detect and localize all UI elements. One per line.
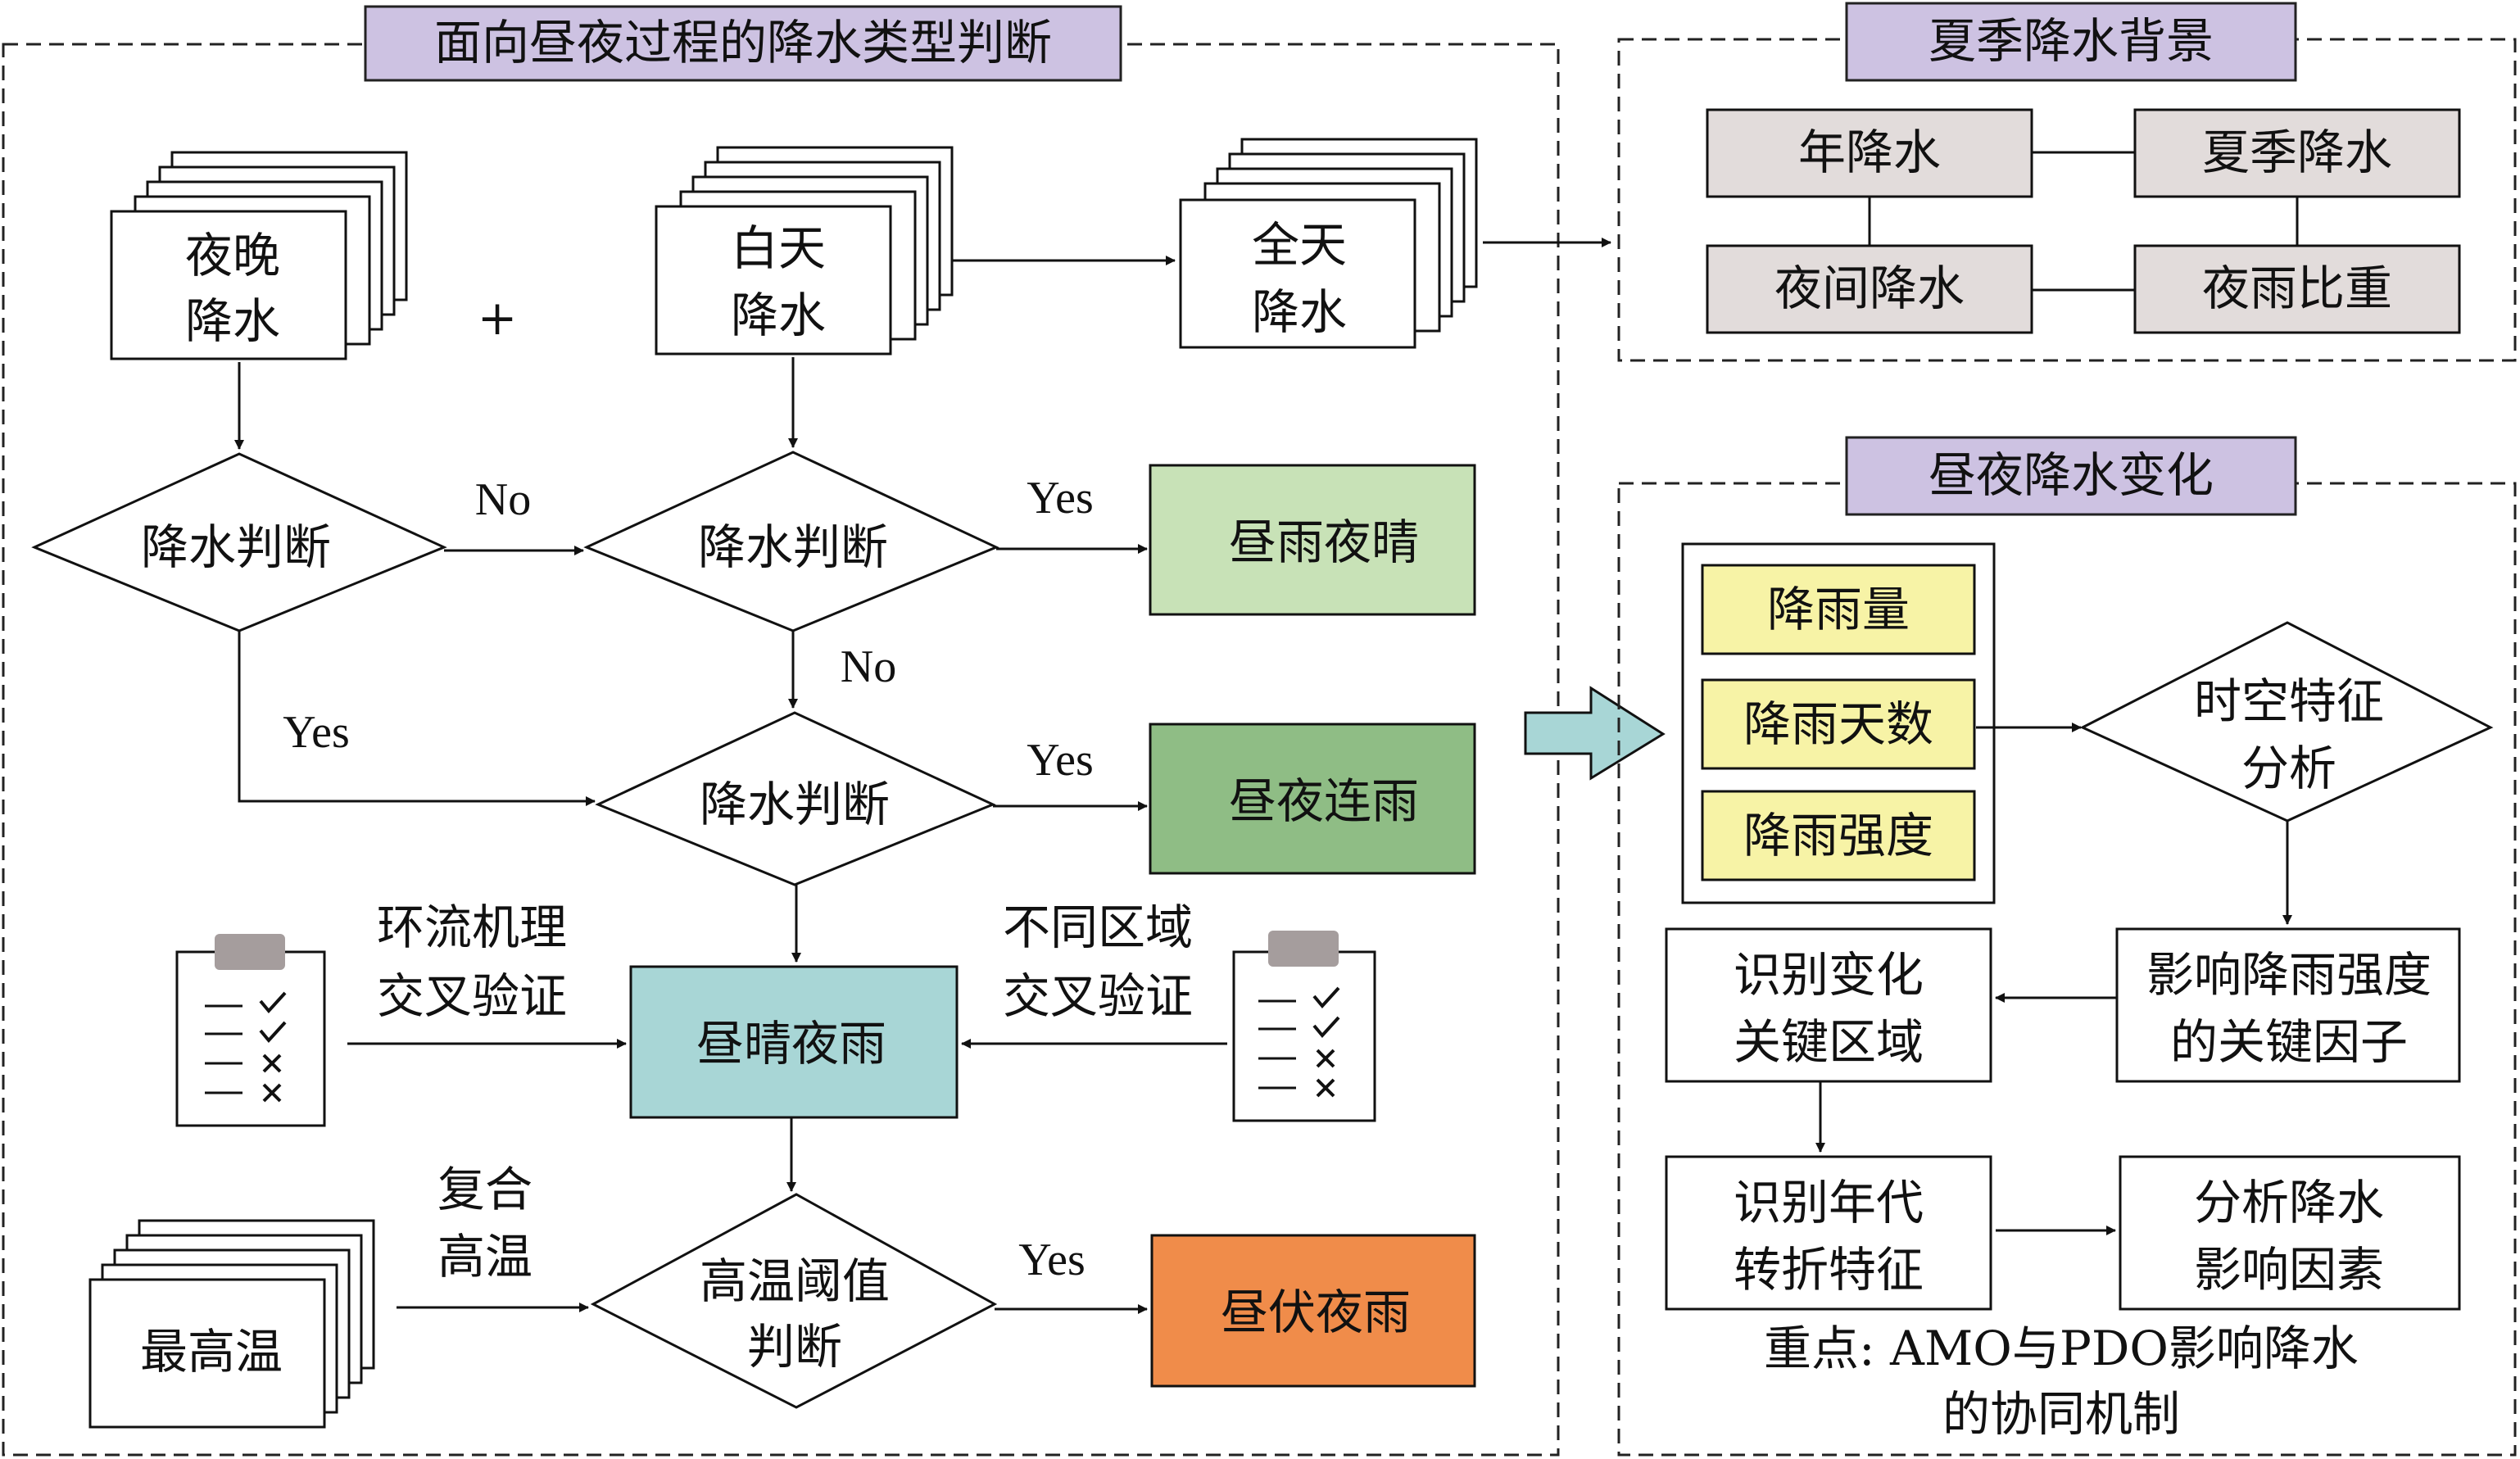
max-temp-label: 最高温 bbox=[140, 1324, 283, 1380]
change-panel-header bbox=[1845, 436, 2297, 516]
out-continuous-box bbox=[1149, 723, 1476, 875]
no-label-1: No bbox=[475, 474, 531, 525]
out-summer-label: 昼伏夜雨 bbox=[1221, 1285, 1411, 1340]
decadal-box bbox=[1665, 1155, 1992, 1311]
summer-panel-header bbox=[1845, 2, 2297, 82]
heat-decision-line2: 判断 bbox=[747, 1319, 842, 1375]
yes-label-2: Yes bbox=[283, 707, 349, 758]
days-label: 降雨天数 bbox=[1743, 696, 1933, 752]
night-precip-line2: 降水 bbox=[185, 293, 280, 349]
analyze-line1: 分析降水 bbox=[2194, 1175, 2384, 1230]
region-check-line2: 交叉验证 bbox=[1003, 968, 1193, 1024]
decision3-diamond: 降水判断 bbox=[595, 711, 996, 886]
spatiotemporal-line1: 时空特征 bbox=[2194, 673, 2384, 729]
night-precip-line1: 夜晚 bbox=[185, 228, 280, 283]
annual-precip-box bbox=[1706, 108, 2033, 198]
decision3-label: 降水判断 bbox=[700, 777, 890, 832]
allday-precip-line2: 降水 bbox=[1252, 284, 1347, 340]
summer-panel-title: 夏季降水背景 bbox=[1929, 13, 2214, 69]
ratio-box bbox=[2133, 244, 2461, 334]
out-day-rain-box bbox=[1149, 464, 1476, 616]
spatiotemporal-line2: 分析 bbox=[2241, 741, 2336, 796]
decision1-diamond: 降水判断 bbox=[31, 452, 447, 632]
max-temp-stack: 最高温 bbox=[88, 1219, 375, 1429]
allday-precip-stack: 全天 降水 bbox=[1179, 138, 1478, 349]
summer-precip-box bbox=[2133, 108, 2461, 198]
decision2-diamond: 降水判断 bbox=[583, 451, 999, 632]
factors-line2: 的关键因子 bbox=[2170, 1014, 2408, 1070]
night-precip-stack: 夜晚 降水 bbox=[110, 151, 408, 360]
analyze-box bbox=[2119, 1155, 2461, 1311]
yes-label-3: Yes bbox=[1027, 735, 1093, 786]
left-panel-header bbox=[364, 5, 1122, 82]
day-precip-line2: 降水 bbox=[731, 288, 826, 343]
factors-box bbox=[2115, 927, 2461, 1083]
compound-heat-line1: 复合 bbox=[437, 1162, 533, 1217]
yes-label-4: Yes bbox=[1018, 1235, 1085, 1285]
decadal-line1: 识别年代 bbox=[1734, 1175, 1924, 1230]
day-precip-stack: 白天 降水 bbox=[655, 146, 954, 356]
key-region-line2: 关键区域 bbox=[1734, 1014, 1924, 1070]
compound-heat-line2: 高温 bbox=[437, 1229, 533, 1285]
day-precip-line1: 白天 bbox=[731, 220, 826, 276]
out-day-rain-label: 昼雨夜晴 bbox=[1229, 514, 1419, 570]
days-box bbox=[1701, 678, 1976, 770]
left-panel-title: 面向昼夜过程的降水类型判断 bbox=[434, 15, 1052, 70]
checklist-icon-left bbox=[175, 934, 326, 1127]
night-precip-label: 夜间降水 bbox=[1774, 261, 1965, 316]
key-region-box bbox=[1665, 927, 1992, 1083]
focus-line1: 重点: AMO与PDO影响降水 bbox=[1764, 1321, 2359, 1376]
ratio-label: 夜雨比重 bbox=[2202, 261, 2392, 316]
decision2-label: 降水判断 bbox=[698, 519, 888, 575]
spatiotemporal-diamond: 时空特征 分析 bbox=[2079, 621, 2494, 822]
plus-sign: + bbox=[478, 290, 518, 346]
heat-decision-line1: 高温阈值 bbox=[700, 1253, 890, 1309]
heat-decision-diamond: 高温阈值 判断 bbox=[590, 1193, 998, 1409]
circulation-line1: 环流机理 bbox=[377, 899, 567, 955]
night-precip-box bbox=[1706, 244, 2033, 334]
out-night-rain-box bbox=[629, 965, 959, 1119]
decision1-label: 降水判断 bbox=[141, 519, 331, 575]
region-check-line1: 不同区域 bbox=[1003, 899, 1193, 955]
allday-precip-line1: 全天 bbox=[1252, 217, 1347, 273]
panel-connector-arrow bbox=[1524, 686, 1666, 781]
focus-line2: 的协同机制 bbox=[1942, 1386, 2180, 1442]
change-panel-title: 昼夜降水变化 bbox=[1929, 447, 2214, 503]
out-summer-box bbox=[1150, 1234, 1476, 1388]
checklist-icon-right bbox=[1232, 931, 1376, 1122]
yes-label-1: Yes bbox=[1027, 473, 1093, 523]
key-region-line1: 识别变化 bbox=[1734, 947, 1924, 1003]
intensity-box bbox=[1701, 790, 1976, 881]
intensity-label: 降雨强度 bbox=[1743, 808, 1933, 863]
out-continuous-label: 昼夜连雨 bbox=[1229, 773, 1419, 829]
circulation-line2: 交叉验证 bbox=[377, 968, 567, 1024]
arrow-decision1-to-decision3 bbox=[238, 631, 596, 806]
out-night-rain-label: 昼晴夜雨 bbox=[696, 1016, 886, 1072]
amount-label: 降雨量 bbox=[1767, 582, 1910, 637]
no-label-2: No bbox=[841, 641, 896, 692]
analyze-line2: 影响因素 bbox=[2194, 1242, 2384, 1298]
factors-line1: 影响降雨强度 bbox=[2146, 947, 2432, 1003]
decadal-line2: 转折特征 bbox=[1734, 1242, 1924, 1298]
amount-box bbox=[1701, 564, 1976, 655]
summer-precip-label: 夏季降水 bbox=[2202, 125, 2392, 180]
annual-precip-label: 年降水 bbox=[1798, 125, 1941, 180]
